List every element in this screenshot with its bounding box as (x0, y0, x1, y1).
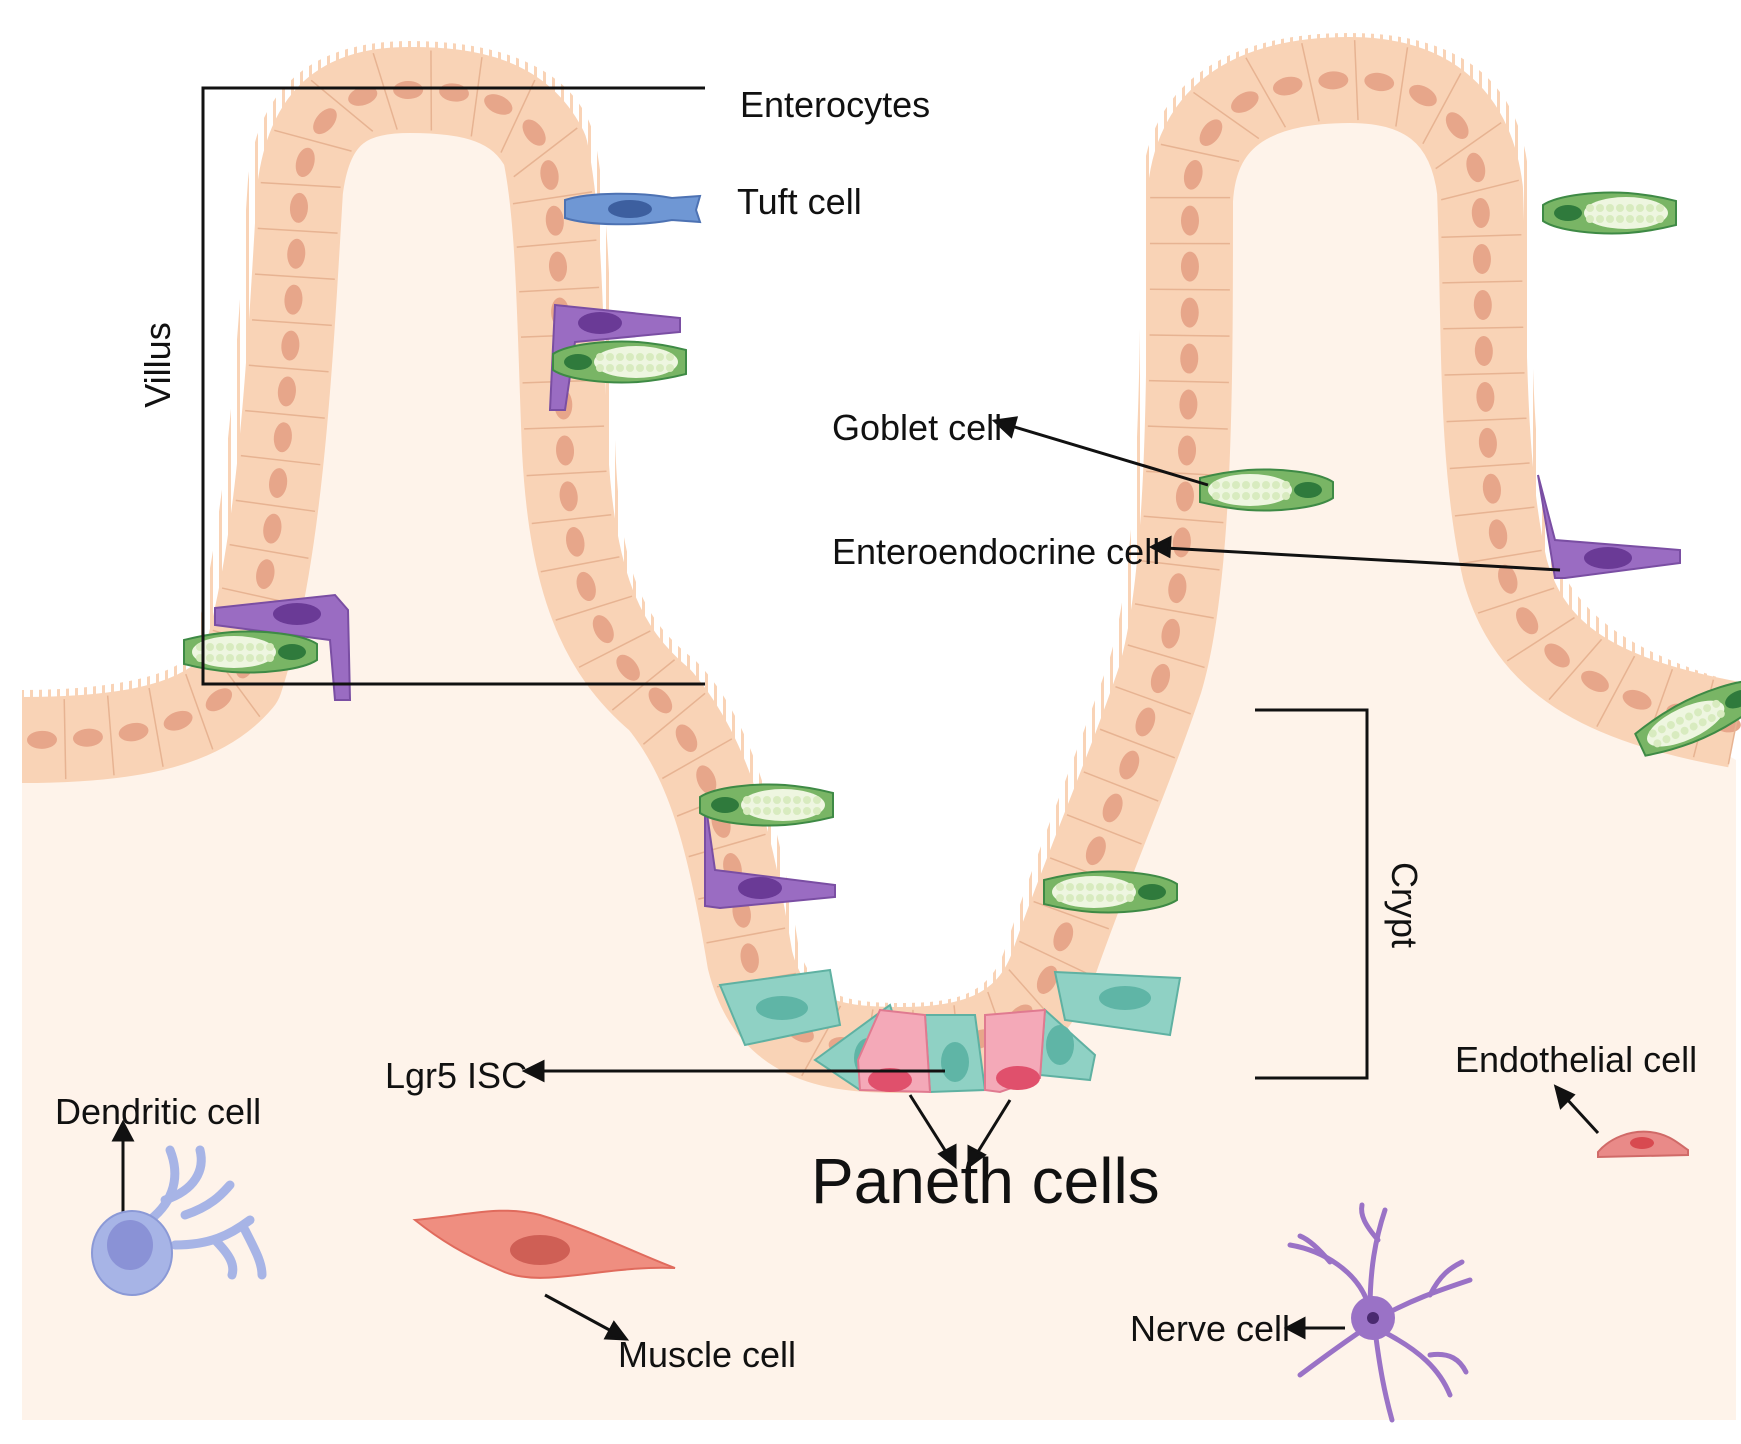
goblet-cell (700, 785, 833, 826)
label-crypt: Crypt (1384, 862, 1425, 948)
label-enteroendocrine-cell: Enteroendocrine cell (832, 531, 1160, 572)
label-enterocytes: Enterocytes (740, 84, 930, 125)
enterocyte-nucleus (393, 81, 423, 99)
enterocyte-nucleus (1181, 252, 1199, 282)
label-lgr5-isc: Lgr5 ISC (385, 1055, 527, 1096)
label-muscle-cell: Muscle cell (618, 1334, 796, 1375)
goblet-cell (553, 342, 686, 383)
enterocyte-divider (1150, 289, 1230, 290)
label-villus: Villus (137, 322, 178, 407)
goblet-cell (1200, 470, 1333, 511)
label-nerve-cell: Nerve cell (1130, 1308, 1290, 1349)
tuft-cell (565, 194, 700, 225)
label-goblet-cell: Goblet cell (832, 407, 1002, 448)
enterocyte-nucleus (1181, 206, 1199, 236)
goblet-cell (1543, 193, 1676, 234)
goblet-cell (1044, 872, 1177, 913)
label-paneth-cells: Paneth cells (811, 1145, 1160, 1217)
label-tuft-cell: Tuft cell (737, 181, 862, 222)
label-dendritic-cell: Dendritic cell (55, 1091, 261, 1132)
label-endothelial-cell: Endothelial cell (1455, 1039, 1697, 1080)
